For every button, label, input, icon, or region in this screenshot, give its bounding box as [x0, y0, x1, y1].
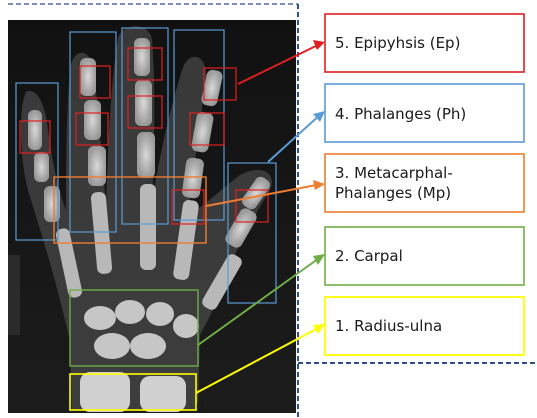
label-mp-text-2: Phalanges (Mp) — [335, 184, 451, 202]
label-ru: 1. Radius-ulna — [325, 297, 524, 355]
label-box-mp — [325, 154, 524, 212]
label-ru-text: 1. Radius-ulna — [335, 317, 442, 335]
corner-mark: d — [196, 398, 205, 414]
label-cp: 2. Carpal — [325, 227, 524, 285]
label-ep-text: 5. Epipyhsis (Ep) — [335, 34, 460, 52]
label-ep: 5. Epipyhsis (Ep) — [325, 14, 524, 72]
arrowhead-mp — [313, 180, 325, 190]
label-mp-text-1: 3. Metacarphal- — [335, 164, 453, 182]
film-edge — [8, 255, 20, 335]
label-ph: 4. Phalanges (Ph) — [325, 84, 524, 142]
label-mp: 3. Metacarphal- Phalanges (Mp) — [325, 154, 524, 212]
arrowhead-cp — [313, 254, 325, 265]
xray-image: d — [8, 20, 296, 414]
label-cp-text: 2. Carpal — [335, 247, 403, 265]
arrowhead-ep — [313, 40, 325, 50]
label-ph-text: 4. Phalanges (Ph) — [335, 105, 466, 123]
